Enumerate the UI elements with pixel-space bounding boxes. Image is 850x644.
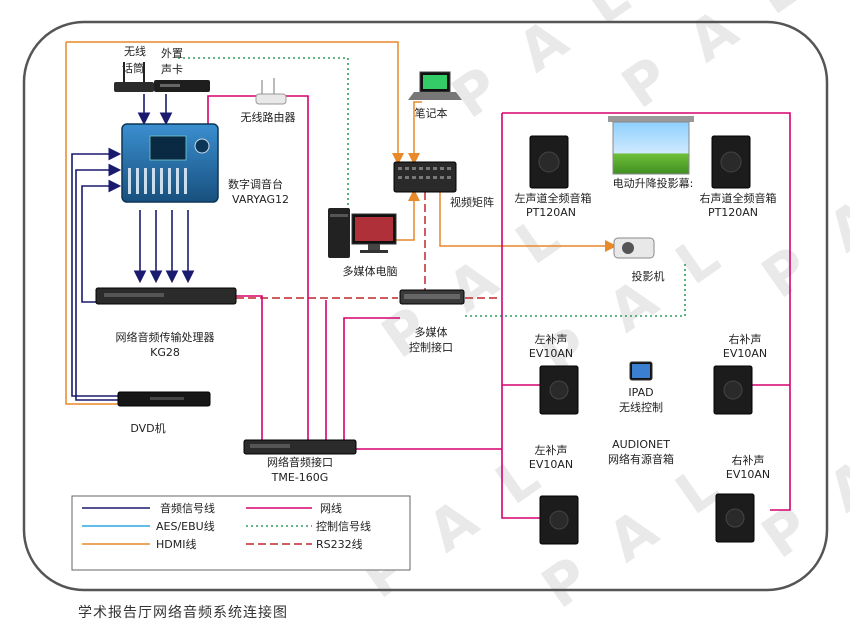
mixer-label-1: 数字调音台 [228, 177, 283, 191]
svg-text:AES/EBU线: AES/EBU线 [156, 519, 215, 533]
audionet-label: AUDIONET 网络有源音箱 [608, 438, 674, 466]
legend-audio: 音频信号线 [82, 501, 215, 515]
projection-screen: 电动升降投影幕: [608, 116, 694, 190]
legend: 音频信号线 AES/EBU线 HDMI线 网线 控制信号线 RS232线 [71, 495, 411, 571]
left-fill-1-label-2: EV10AN [529, 347, 573, 360]
legend-network: 网线 [246, 501, 342, 515]
interface-label-2: TME-160G [271, 471, 329, 484]
right-main-speaker: 右声道全频音箱 PT120AN [700, 135, 777, 219]
right-fill-1-label-2: EV10AN [723, 347, 767, 360]
ipad-label-2: 无线控制 [619, 400, 663, 414]
audio-lines [71, 94, 195, 401]
processor-label-1: 网络音频传输处理器 [116, 330, 215, 344]
left-speaker-label-1: 左声道全频音箱 [515, 191, 592, 205]
router-label: 无线路由器 [241, 110, 296, 124]
right-speaker-label-1: 右声道全频音箱 [700, 191, 777, 205]
svg-text:P A L: P A L [611, 0, 820, 121]
laptop-label: 笔记本 [415, 106, 448, 120]
svg-text:P A L: P A L [751, 398, 850, 571]
wireless-mic-label-2: 话筒 [122, 61, 144, 75]
projector: 投影机 [613, 237, 665, 283]
rs232-lines [236, 192, 500, 299]
network-audio-processor: 网络音频传输处理器 KG28 [95, 287, 237, 359]
left-fill-speaker-2: 左补声 EV10AN [529, 443, 579, 545]
hdmi-lines [65, 41, 617, 405]
legend-control: 控制信号线 [246, 519, 371, 533]
svg-text:音频信号线: 音频信号线 [160, 501, 215, 515]
soundcard-label-2: 声卡 [161, 62, 183, 76]
wireless-router: 无线路由器 [241, 78, 296, 124]
left-fill-1-label-1: 左补声 [535, 332, 568, 346]
control-label-1: 多媒体 [415, 325, 448, 339]
wireless-mic-label-1: 无线 [124, 44, 146, 58]
diagram-caption: 学术报告厅网络音频系统连接图 [78, 605, 288, 621]
control-lines [178, 57, 686, 317]
control-label-2: 控制接口 [409, 340, 453, 354]
left-main-speaker: 左声道全频音箱 PT120AN [515, 135, 592, 219]
projector-label: 投影机 [632, 269, 665, 283]
external-soundcard: 外置 声卡 [154, 47, 210, 92]
legend-aes: AES/EBU线 [82, 519, 215, 533]
svg-text:HDMI线: HDMI线 [156, 537, 196, 551]
right-fill-speaker-1: 右补声 EV10AN [713, 332, 767, 415]
left-fill-speaker-1: 左补声 EV10AN [529, 332, 579, 415]
pc-label: 多媒体电脑 [343, 264, 398, 278]
right-fill-2-label-2: EV10AN [726, 468, 770, 481]
soundcard-label-1: 外置 [161, 47, 183, 60]
left-fill-2-label-2: EV10AN [529, 458, 573, 471]
multimedia-control-interface: 多媒体 控制接口 [399, 289, 465, 354]
outer-frame [22, 20, 829, 592]
legend-rs232: RS232线 [246, 537, 363, 551]
audionet-label-2: 网络有源音箱 [608, 452, 674, 466]
svg-text:RS232线: RS232线 [316, 537, 363, 551]
interface-label-1: 网络音频接口 [267, 455, 333, 469]
laptop: 笔记本 [408, 71, 462, 120]
right-speaker-label-2: PT120AN [708, 206, 758, 219]
svg-text:网线: 网线 [320, 501, 342, 515]
multimedia-pc: 多媒体电脑 [328, 208, 398, 278]
mixer-label-2: VARYAG12 [232, 193, 289, 206]
processor-label-2: KG28 [150, 346, 180, 359]
video-matrix: 视频矩阵 [393, 161, 494, 209]
left-fill-2-label-1: 左补声 [535, 443, 568, 457]
right-fill-2-label-1: 右补声 [732, 453, 765, 467]
svg-text:控制信号线: 控制信号线 [316, 519, 371, 533]
network-audio-interface: 网络音频接口 TME-160G [243, 439, 357, 484]
wireless-mic-receiver: 无线 话筒 [114, 44, 154, 92]
matrix-label: 视频矩阵 [450, 195, 494, 209]
ipad-label-1: IPAD [628, 386, 653, 399]
digital-mixer: 数字调音台 VARYAG12 [121, 123, 289, 206]
dvd-player: DVD机 [117, 391, 211, 435]
audionet-label-1: AUDIONET [612, 438, 670, 451]
legend-hdmi: HDMI线 [82, 537, 196, 551]
ipad: IPAD 无线控制 [619, 361, 663, 414]
dvd-label: DVD机 [130, 421, 165, 435]
screen-label: 电动升降投影幕: [613, 176, 694, 190]
right-fill-1-label-1: 右补声 [729, 332, 762, 346]
svg-text:P A L: P A L [751, 138, 850, 311]
right-fill-speaker-2: 右补声 EV10AN [715, 453, 770, 543]
left-speaker-label-2: PT120AN [526, 206, 576, 219]
